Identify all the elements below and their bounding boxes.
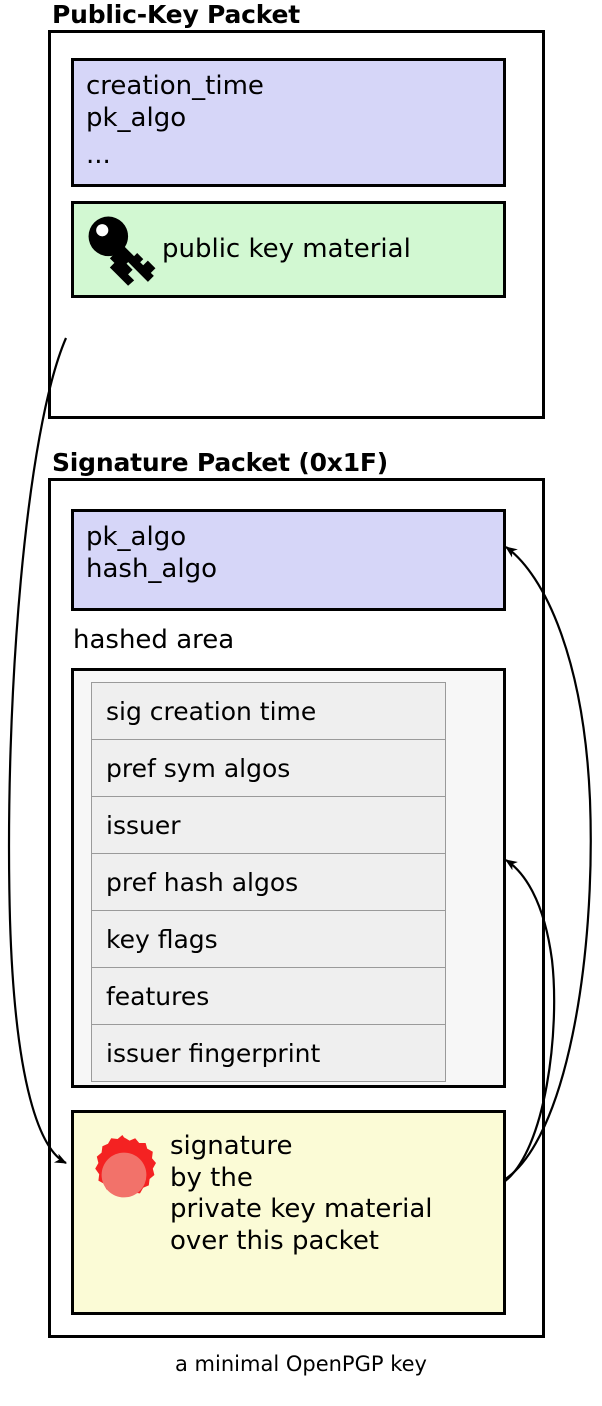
signature-algos-box: pk_algo hash_algo (71, 509, 506, 611)
subpacket-row: pref sym algos (92, 740, 445, 797)
hashed-subpacket-list: sig creation time pref sym algos issuer … (91, 682, 446, 1082)
subpacket-row: pref hash algos (92, 854, 445, 911)
signature-field-pk-algo: pk_algo (86, 522, 187, 552)
public-key-material-label: public key material (162, 233, 411, 264)
signature-packet: pk_algo hash_algo hashed area sig creati… (48, 478, 545, 1338)
public-key-fields-box: creation_time pk_algo ... (71, 58, 506, 187)
public-key-material-box: public key material (71, 201, 506, 298)
signature-packet-title: Signature Packet (0x1F) (52, 448, 389, 477)
public-key-field-pk-algo: pk_algo (86, 102, 187, 133)
hashed-area-box: sig creation time pref sym algos issuer … (71, 668, 506, 1088)
public-key-field-ellipsis: ... (86, 140, 111, 171)
diagram-caption: a minimal OpenPGP key (175, 1352, 427, 1376)
public-key-packet-title: Public-Key Packet (52, 0, 301, 29)
subpacket-row: sig creation time (92, 683, 445, 740)
subpacket-row: features (92, 968, 445, 1025)
subpacket-row: key flags (92, 911, 445, 968)
public-key-field-creation-time: creation_time (86, 71, 264, 101)
subpacket-row: issuer fingerprint (92, 1025, 445, 1082)
signature-value-box: signature by the private key material ov… (71, 1110, 506, 1315)
key-icon (84, 212, 160, 288)
signature-field-hash-algo: hash_algo (86, 553, 218, 584)
hashed-area-label: hashed area (73, 625, 235, 655)
wax-seal-icon (84, 1135, 164, 1215)
signature-value-label: signature by the private key material ov… (170, 1131, 433, 1257)
subpacket-row: issuer (92, 797, 445, 854)
public-key-packet: creation_time pk_algo ... (48, 30, 545, 419)
